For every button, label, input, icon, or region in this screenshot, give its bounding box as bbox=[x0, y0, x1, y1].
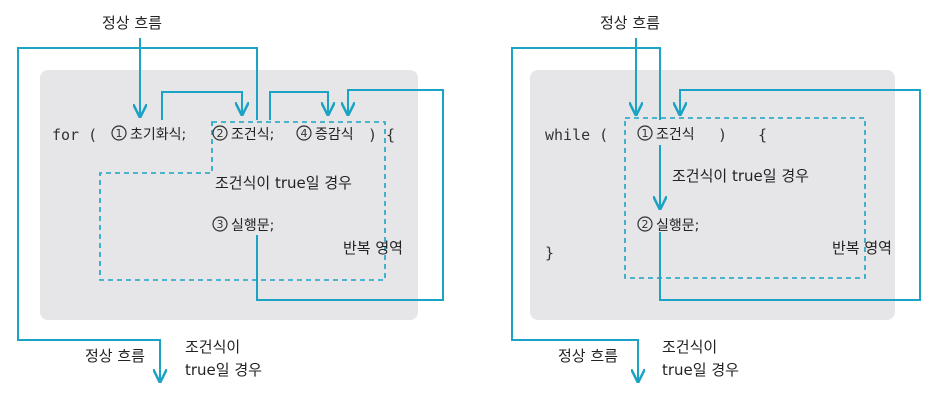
for-exit-path bbox=[17, 47, 258, 380]
for-step3-text: 실행문; bbox=[231, 218, 274, 234]
for-normal-flow-bottom: 정상 흐름 bbox=[85, 347, 145, 365]
while-loop-panel: 정상 흐름 while ( 1 조건식 ) { 조건식이 true일 경우 2 … bbox=[511, 14, 921, 380]
for-condition-true: 조건식이 true일 경우 bbox=[215, 174, 352, 192]
while-keyword: while ( bbox=[545, 126, 608, 144]
while-step2-num: 2 bbox=[642, 218, 649, 231]
while-loop-region bbox=[624, 117, 866, 279]
while-open-brace: { bbox=[758, 126, 767, 144]
for-step1-badge bbox=[111, 125, 127, 141]
for-keyword: for ( bbox=[52, 126, 97, 144]
while-body-loop bbox=[659, 89, 921, 301]
for-init-to-cond bbox=[161, 91, 242, 120]
while-step1-badge bbox=[637, 125, 653, 141]
for-body-loop bbox=[256, 89, 444, 301]
while-exit-condition-2: true일 경우 bbox=[662, 361, 739, 379]
while-condition-true: 조건식이 true일 경우 bbox=[672, 167, 809, 185]
for-step3-num: 3 bbox=[217, 218, 224, 231]
for-step4-badge bbox=[296, 125, 312, 141]
for-step1-text: 초기화식; bbox=[130, 127, 186, 143]
while-flow-lines bbox=[511, 38, 921, 380]
while-exit-condition-1: 조건식이 bbox=[662, 338, 717, 356]
for-step4-num: 4 bbox=[301, 127, 308, 140]
for-step2-text: 조건식; bbox=[231, 127, 274, 143]
for-exit-condition-1: 조건식이 bbox=[185, 338, 240, 356]
while-step1-text: 조건식 bbox=[656, 127, 695, 143]
for-loop-region bbox=[99, 121, 386, 281]
while-step2-text: 실행문; bbox=[656, 218, 699, 234]
for-loop-area-label: 반복 영역 bbox=[343, 239, 403, 257]
while-step1-num: 1 bbox=[642, 127, 649, 140]
while-normal-flow-top: 정상 흐름 bbox=[600, 14, 660, 32]
for-cond-to-incr bbox=[269, 91, 328, 120]
for-step4-text: 증감식 bbox=[315, 127, 354, 143]
for-step2-num: 2 bbox=[217, 127, 224, 140]
for-step1-num: 1 bbox=[116, 127, 123, 140]
for-code-box bbox=[40, 70, 418, 320]
for-step2-badge bbox=[212, 125, 228, 141]
while-loop-area-label: 반복 영역 bbox=[832, 239, 892, 257]
while-close-brace: } bbox=[545, 244, 554, 262]
while-exit-path bbox=[511, 47, 661, 380]
for-flow-lines bbox=[17, 38, 444, 380]
for-normal-flow-top: 정상 흐름 bbox=[102, 14, 162, 32]
for-exit-condition-2: true일 경우 bbox=[185, 361, 262, 379]
for-step3-badge bbox=[212, 216, 228, 232]
while-close-paren: ) bbox=[718, 126, 727, 144]
while-code-box bbox=[530, 70, 895, 320]
while-step2-badge bbox=[637, 216, 653, 232]
while-normal-flow-bottom: 정상 흐름 bbox=[558, 347, 618, 365]
for-close-brace: ) { bbox=[368, 126, 395, 144]
for-loop-panel: 정상 흐름 for ( 1 초기화식; 2 조건식; 4 증감식 ) { 조건식… bbox=[17, 14, 444, 380]
